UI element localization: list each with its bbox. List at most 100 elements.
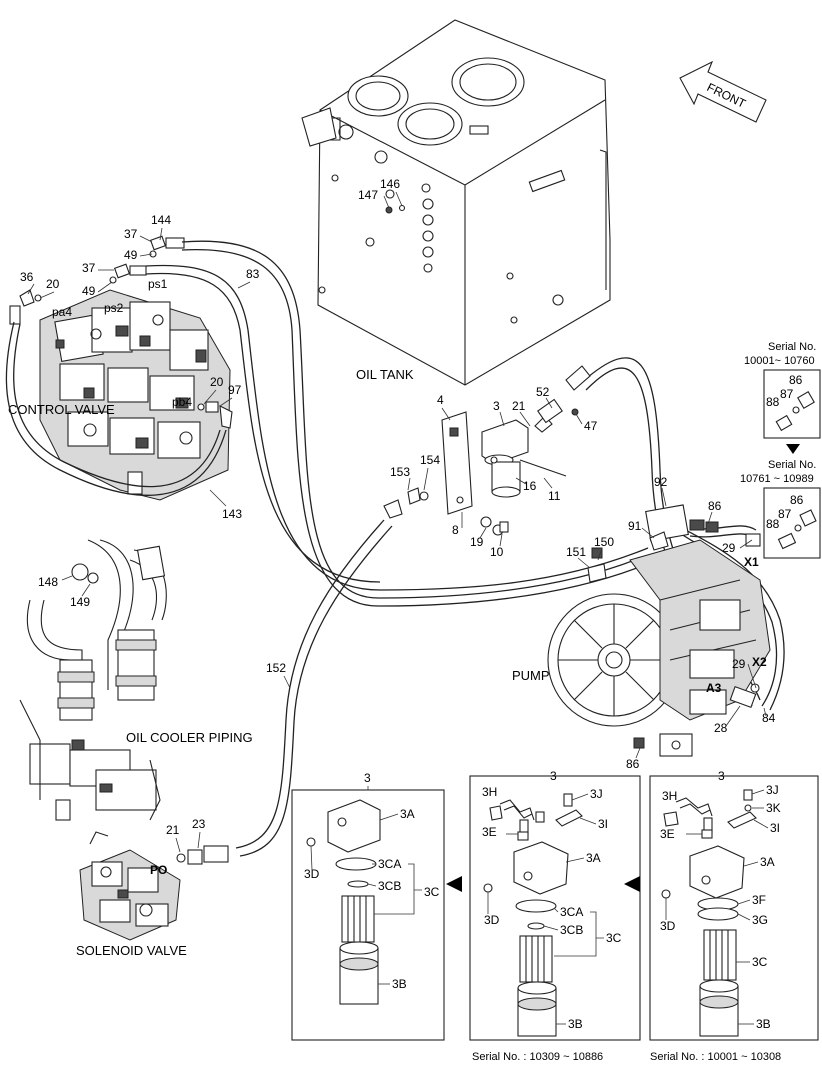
- part-88-b: 88: [766, 517, 780, 531]
- port-pa4: pa4: [52, 305, 72, 319]
- part-146: 146: [380, 177, 400, 191]
- part-4: 4: [437, 393, 444, 407]
- serial-box-top-range: 10001~ 10760: [744, 355, 815, 367]
- panel-2-parts: [483, 793, 583, 1037]
- control-valve: [39, 289, 231, 501]
- front-arrow-icon: [679, 60, 767, 123]
- panel-2: [469, 775, 641, 1041]
- part-20-a: 20: [46, 277, 60, 291]
- solenoid-valve: [79, 831, 229, 941]
- part-3: 3: [493, 399, 500, 413]
- part-37-a: 37: [124, 227, 138, 241]
- panel-3-3C: 3C: [752, 955, 768, 969]
- panel-3-3J: 3J: [766, 783, 779, 797]
- pump: [547, 504, 771, 757]
- part-87-b: 87: [778, 507, 792, 521]
- serial-box-top-parts: [775, 391, 815, 432]
- port-po: PO: [150, 863, 167, 877]
- panel-1-3D: 3D: [304, 867, 320, 881]
- part-86-d: 86: [790, 493, 804, 507]
- part-86-a: 86: [708, 499, 722, 513]
- panel-1-title: 3: [364, 771, 371, 785]
- part-49-b: 49: [82, 284, 96, 298]
- panel-2-3CB: 3CB: [560, 923, 583, 937]
- panel-3-3I: 3I: [770, 821, 780, 835]
- part-47: 47: [584, 419, 598, 433]
- oil-tank: [301, 19, 611, 386]
- part-84: 84: [762, 711, 776, 725]
- panel-3: [649, 775, 819, 1041]
- part-29-a: 29: [722, 541, 736, 555]
- arrow-down-icon: [786, 444, 800, 454]
- part-92: 92: [654, 475, 668, 489]
- panel-2-3CA: 3CA: [560, 905, 583, 919]
- panel-3-title: 3: [718, 769, 725, 783]
- port-ps1: ps1: [148, 277, 168, 291]
- panel-2-3C: 3C: [606, 931, 622, 945]
- tank-ports: [421, 183, 434, 273]
- part-36: 36: [20, 270, 34, 284]
- part-86-b: 86: [626, 757, 640, 771]
- panel-2-serial: Serial No. : 10309 ~ 10886: [472, 1051, 603, 1063]
- panel-2-3J: 3J: [590, 787, 603, 801]
- oil-cooler-piping: [19, 539, 167, 821]
- panel-3-3A: 3A: [760, 855, 775, 869]
- part-91: 91: [628, 519, 642, 533]
- panel-2-title: 3: [550, 769, 557, 783]
- serial-box-top-title: Serial No.: [768, 341, 816, 353]
- part-11: 11: [548, 489, 561, 503]
- pump-label: PUMP: [512, 668, 550, 683]
- part-150: 150: [594, 535, 614, 549]
- panel-2-3I: 3I: [598, 817, 608, 831]
- oil-cooler-piping-label: OIL COOLER PIPING: [126, 730, 253, 745]
- part-21-b: 21: [166, 823, 180, 837]
- oil-tank-label: OIL TANK: [356, 367, 414, 382]
- part-52: 52: [536, 385, 550, 399]
- panel-1-3CB: 3CB: [378, 879, 401, 893]
- part-10: 10: [490, 545, 504, 559]
- part-151: 151: [566, 545, 586, 559]
- panel-2-3D: 3D: [484, 913, 500, 927]
- solenoid-valve-label: SOLENOID VALVE: [76, 943, 187, 958]
- panel-2-3A: 3A: [586, 851, 601, 865]
- filter-assembly: [383, 365, 591, 536]
- panel-1-3CA: 3CA: [378, 857, 401, 871]
- control-valve-label: CONTROL VALVE: [8, 402, 115, 417]
- panel-3-3F: 3F: [752, 893, 766, 907]
- part-88-a: 88: [766, 395, 780, 409]
- oring-149: [87, 572, 99, 584]
- part-8: 8: [452, 523, 459, 537]
- part-87-a: 87: [780, 387, 794, 401]
- panel-3-3D: 3D: [660, 919, 676, 933]
- part-144: 144: [151, 213, 171, 227]
- panel-3-3E: 3E: [660, 827, 675, 841]
- serial-box-bottom-title: Serial No.: [768, 459, 816, 471]
- panel-3-3G: 3G: [752, 913, 768, 927]
- part-29-b: 29: [732, 657, 746, 671]
- panel-1-parts: [306, 799, 381, 1005]
- part-147: 147: [358, 188, 378, 202]
- part-153: 153: [390, 465, 410, 479]
- part-19: 19: [470, 535, 484, 549]
- part-21-a: 21: [512, 399, 526, 413]
- part-148: 148: [38, 575, 58, 589]
- part-143: 143: [222, 507, 242, 521]
- panel-3-3B: 3B: [756, 1017, 771, 1031]
- serial-box-bottom-range: 10761 ~ 10989: [740, 473, 814, 485]
- port-ps2: ps2: [104, 301, 124, 315]
- panel-1-3C: 3C: [424, 885, 440, 899]
- arrow-left-icon: [446, 876, 462, 892]
- panel-3-parts: [661, 789, 757, 1037]
- port-x1: X1: [744, 555, 759, 569]
- plug-148: [71, 563, 89, 581]
- part-97: 97: [228, 383, 242, 397]
- serial-box-bottom-parts: [777, 509, 817, 550]
- panel-3-3K: 3K: [766, 801, 781, 815]
- part-86-c: 86: [789, 373, 803, 387]
- panel-2-3E: 3E: [482, 825, 497, 839]
- part-152: 152: [266, 661, 286, 675]
- part-154: 154: [420, 453, 440, 467]
- panel-1-3A: 3A: [400, 807, 415, 821]
- part-20-b: 20: [210, 375, 224, 389]
